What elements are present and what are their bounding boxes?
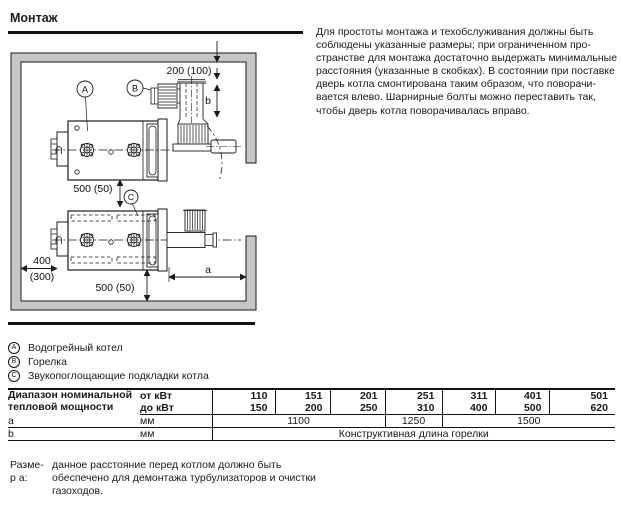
row-a-value: 1250 [384, 414, 442, 428]
legend-item-boiler: A Водогрейный котел [8, 341, 209, 355]
intro-line: соблюдены указанные размеры; при огранич… [316, 39, 591, 52]
legend-label: Водогрейный котел [28, 342, 123, 354]
row-a-unit: мм [140, 414, 212, 428]
diagram-bottom-rule [8, 322, 255, 325]
row-b-unit: мм [140, 427, 212, 441]
boiler-bottom [50, 208, 241, 272]
intro-line: вается влево. Шарнирные болты можно пере… [316, 91, 596, 104]
row-b-value: Конструктивная длина горелки [211, 427, 615, 441]
power-to-value: 310 [384, 402, 442, 415]
legend-item-pads: C Звукопоглощающие подкладки котла [8, 369, 209, 383]
svg-text:C: C [128, 192, 134, 202]
intro-paragraph: Для простоты монтажа и техобслуживания д… [316, 26, 617, 118]
row-a-value: 1100 [211, 414, 385, 428]
door-swing-arc [206, 125, 223, 182]
legend: A Водогрейный котел B Горелка C Звукопог… [8, 341, 209, 383]
legend-item-burner: B Горелка [8, 355, 209, 369]
dim-left-label-1: 400 [33, 255, 51, 267]
intro-line: странстве для монтажа достаточно выдержа… [316, 52, 618, 65]
callout-b: B [126, 79, 152, 97]
legend-label: Горелка [28, 356, 67, 368]
callout-a: A [76, 80, 94, 132]
sound-pads [70, 214, 156, 264]
legend-label: Звукопоглощающие подкладки котла [28, 370, 209, 382]
burner-top [150, 76, 241, 154]
flange-port [80, 233, 141, 247]
row-b-label: b [8, 427, 140, 441]
power-from-value: 151 [274, 389, 330, 402]
power-to-value: 620 [548, 402, 615, 415]
table-row-power-from: Диапазон номинальной тепловой мощности о… [8, 389, 615, 412]
footnote-label: Разме- р а: [10, 459, 44, 484]
table-row-b: b мм Конструктивная длина горелки [8, 427, 615, 441]
unit-from: от кВт [140, 390, 173, 402]
legend-key-c: C [8, 370, 20, 382]
dim-front-label: a [205, 264, 211, 276]
svg-text:B: B [132, 84, 138, 94]
dim-between-label: 500 (50) [73, 183, 112, 195]
power-range-table: Диапазон номинальной тепловой мощности о… [8, 388, 615, 441]
installation-diagram: 200 (100) b 500 (50) 400 (300) 500 (50) … [10, 41, 257, 311]
power-from-value: 501 [548, 389, 615, 402]
room-walls [10, 52, 257, 311]
dim-left-label-2: (300) [30, 271, 55, 283]
power-to-value: 400 [441, 402, 495, 415]
power-from-value: 201 [329, 389, 385, 402]
legend-key-b: B [8, 356, 20, 368]
power-to-value: 500 [494, 402, 549, 415]
intro-line: Для простоты монтажа и техобслуживания д… [316, 26, 594, 38]
power-from-value: 110 [211, 389, 275, 402]
footnote-size-a: Разме- р а: данное расстояние перед котл… [10, 459, 316, 498]
power-to-value: 200 [274, 402, 330, 415]
dimension-lines [20, 41, 247, 302]
svg-text:A: A [82, 85, 88, 95]
power-to-value: 250 [329, 402, 385, 415]
dim-b-label: b [205, 95, 211, 107]
callout-c: C [123, 189, 139, 217]
power-from-value: 251 [384, 389, 442, 402]
flange-port [80, 143, 141, 157]
power-from-value: 401 [494, 389, 549, 402]
row-a-value: 1500 [441, 414, 615, 428]
table-row-power-to: до кВт 150 200 250 310 400 500 620 [8, 402, 615, 415]
intro-line: дверь котла смонтирована таким образом, … [316, 78, 596, 91]
power-range-label: Диапазон номинальной тепловой мощности [8, 389, 133, 413]
legend-key-a: A [8, 342, 20, 354]
boiler-top [50, 76, 241, 182]
burner-bottom [166, 209, 217, 248]
row-a-label: a [8, 414, 140, 428]
power-to-value: 150 [211, 402, 275, 415]
table-row-a: a мм 1100 1250 1500 [8, 414, 615, 428]
footnote-text: данное расстояние перед котлом должно бы… [52, 459, 316, 497]
dim-top-label: 200 (100) [167, 65, 212, 77]
intro-line: расстояния (указанные в скобках). В сост… [316, 65, 615, 78]
power-from-value: 311 [441, 389, 495, 402]
page-title: Монтаж [10, 11, 58, 25]
unit-to: до кВт [140, 402, 212, 415]
intro-line: чтобы дверь котла поворачивалась вправо. [316, 104, 530, 117]
title-rule [8, 31, 303, 34]
dim-below-label: 500 (50) [95, 282, 134, 294]
